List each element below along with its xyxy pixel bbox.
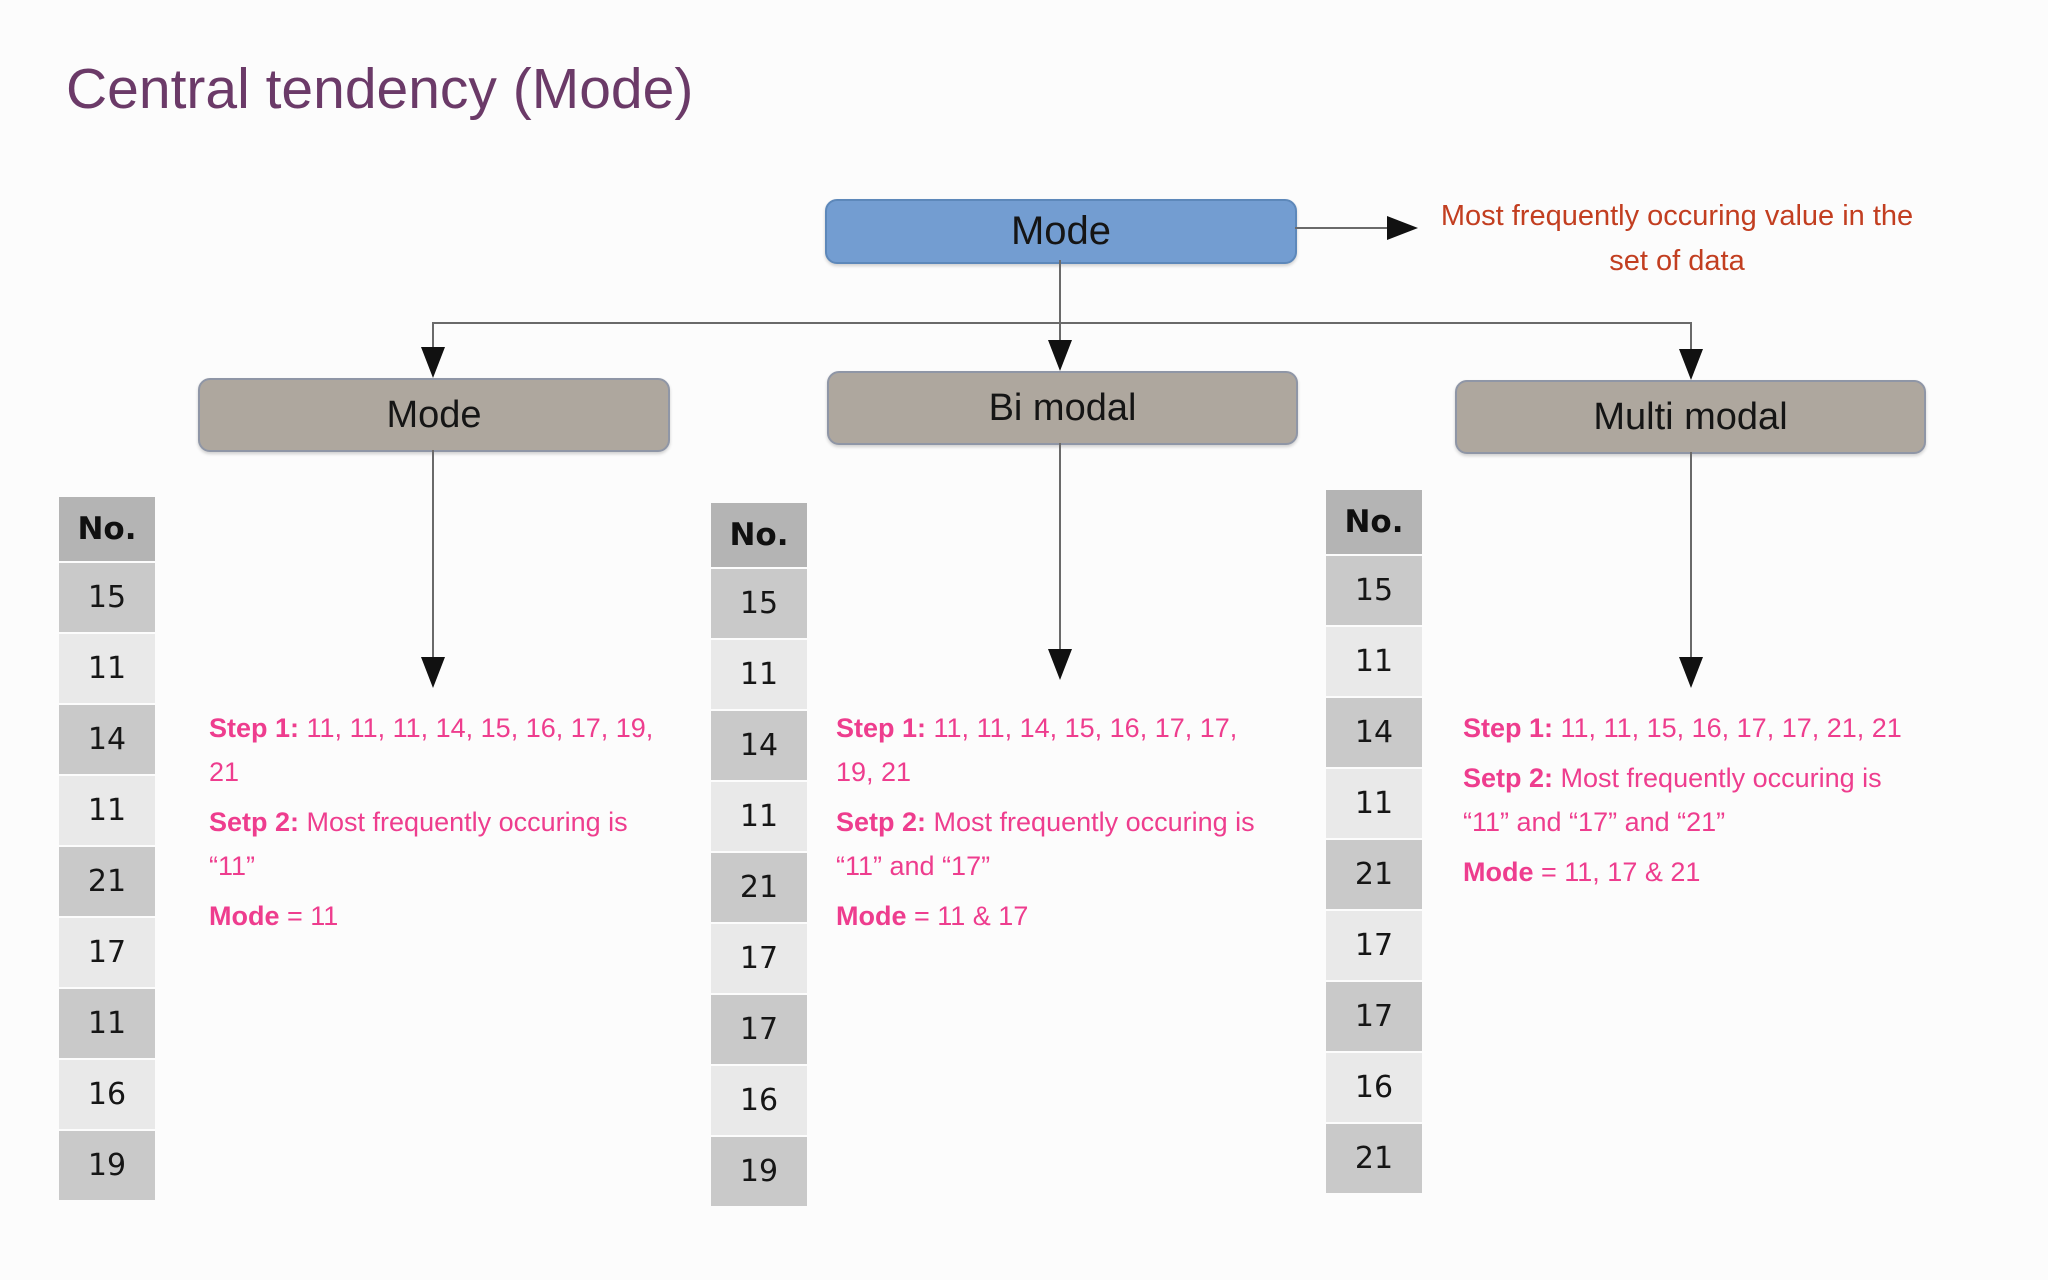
table-cell: 17 xyxy=(59,918,155,987)
table-header: No. xyxy=(1326,490,1422,554)
table-cell: 15 xyxy=(59,563,155,632)
branch-node-bi-modal: Bi modal xyxy=(827,371,1298,445)
table-cell: 17 xyxy=(711,924,807,993)
arrowhead-down-icon xyxy=(1048,649,1072,680)
table-header: No. xyxy=(59,497,155,561)
branch-node-label: Multi modal xyxy=(1593,395,1788,438)
steps-block-multi-modal: Step 1: 11, 11, 15, 16, 17, 17, 21, 21 S… xyxy=(1463,706,1909,900)
step1-line: Step 1: 11, 11, 11, 14, 15, 16, 17, 19, … xyxy=(209,713,654,787)
table-cell: 15 xyxy=(1326,556,1422,625)
step2-label: Setp 2: xyxy=(836,807,927,837)
arrowhead-down-icon xyxy=(421,657,445,688)
annotation-text: Most frequently occuring value in the se… xyxy=(1440,200,1914,277)
step2-label: Setp 2: xyxy=(1463,763,1554,793)
step1-label: Step 1: xyxy=(1463,713,1554,743)
table-cell: 11 xyxy=(1326,627,1422,696)
branch-node-mode: Mode xyxy=(198,378,670,452)
number-table-multi-modal: No. 15 11 14 11 21 17 17 16 21 xyxy=(1326,490,1422,1195)
table-cell: 15 xyxy=(711,569,807,638)
table-cell: 17 xyxy=(1326,982,1422,1051)
table-cell: 11 xyxy=(711,782,807,851)
table-cell: 17 xyxy=(1326,911,1422,980)
table-cell: 21 xyxy=(711,853,807,922)
connector-steps-0 xyxy=(432,450,434,658)
table-cell: 21 xyxy=(1326,1124,1422,1193)
number-table-mode: No. 15 11 14 11 21 17 11 16 19 xyxy=(59,497,155,1202)
mode-label: Mode xyxy=(1463,857,1534,887)
table-cell: 21 xyxy=(59,847,155,916)
table-cell: 11 xyxy=(59,989,155,1058)
step1-label: Step 1: xyxy=(836,713,927,743)
step2-line: Setp 2: Most frequently occuring is “11”… xyxy=(1463,763,1882,837)
number-table-bi-modal: No. 15 11 14 11 21 17 17 16 19 xyxy=(711,503,807,1208)
table-cell: 14 xyxy=(59,705,155,774)
connector-horizontal xyxy=(432,322,1691,324)
table-cell: 21 xyxy=(1326,840,1422,909)
connector-root-down xyxy=(1059,260,1061,322)
connector-steps-2 xyxy=(1690,452,1692,658)
arrowhead-down-icon xyxy=(421,347,445,378)
branch-node-label: Bi modal xyxy=(988,386,1137,429)
arrowhead-down-icon xyxy=(1679,349,1703,380)
step2-line: Setp 2: Most frequently occuring is “11” xyxy=(209,807,628,881)
mode-result-line: Mode = 11 & 17 xyxy=(836,901,1029,931)
table-cell: 19 xyxy=(711,1137,807,1206)
arrowhead-right-icon xyxy=(1387,216,1418,240)
table-cell: 16 xyxy=(711,1066,807,1135)
table-header: No. xyxy=(711,503,807,567)
connector-branch-1 xyxy=(1059,322,1061,342)
mode-label: Mode xyxy=(209,901,280,931)
step1-label: Step 1: xyxy=(209,713,300,743)
table-cell: 14 xyxy=(711,711,807,780)
page-title: Central tendency (Mode) xyxy=(66,57,694,121)
arrowhead-down-icon xyxy=(1679,657,1703,688)
table-cell: 19 xyxy=(59,1131,155,1200)
step1-line: Step 1: 11, 11, 14, 15, 16, 17, 17, 19, … xyxy=(836,713,1238,787)
table-cell: 16 xyxy=(1326,1053,1422,1122)
table-cell: 11 xyxy=(59,776,155,845)
branch-node-multi-modal: Multi modal xyxy=(1455,380,1926,454)
table-cell: 11 xyxy=(59,634,155,703)
step1-line: Step 1: 11, 11, 15, 16, 17, 17, 21, 21 xyxy=(1463,713,1902,743)
steps-block-bi-modal: Step 1: 11, 11, 14, 15, 16, 17, 17, 19, … xyxy=(836,706,1282,944)
connector-steps-1 xyxy=(1059,443,1061,650)
steps-block-mode: Step 1: 11, 11, 11, 14, 15, 16, 17, 19, … xyxy=(209,706,655,944)
connector-branch-2 xyxy=(1690,322,1692,352)
step2-line: Setp 2: Most frequently occuring is “11”… xyxy=(836,807,1255,881)
step2-label: Setp 2: xyxy=(209,807,300,837)
branch-node-label: Mode xyxy=(386,393,482,436)
table-cell: 17 xyxy=(711,995,807,1064)
table-cell: 16 xyxy=(59,1060,155,1129)
mode-result-line: Mode = 11, 17 & 21 xyxy=(1463,857,1701,887)
mode-result-line: Mode = 11 xyxy=(209,901,339,931)
root-node-mode: Mode xyxy=(825,199,1297,264)
connector-branch-0 xyxy=(432,322,434,350)
arrowhead-down-icon xyxy=(1048,340,1072,371)
table-cell: 14 xyxy=(1326,698,1422,767)
annotation-connector-line xyxy=(1295,227,1387,229)
mode-label: Mode xyxy=(836,901,907,931)
table-cell: 11 xyxy=(711,640,807,709)
table-cell: 11 xyxy=(1326,769,1422,838)
root-node-label: Mode xyxy=(1010,209,1112,253)
